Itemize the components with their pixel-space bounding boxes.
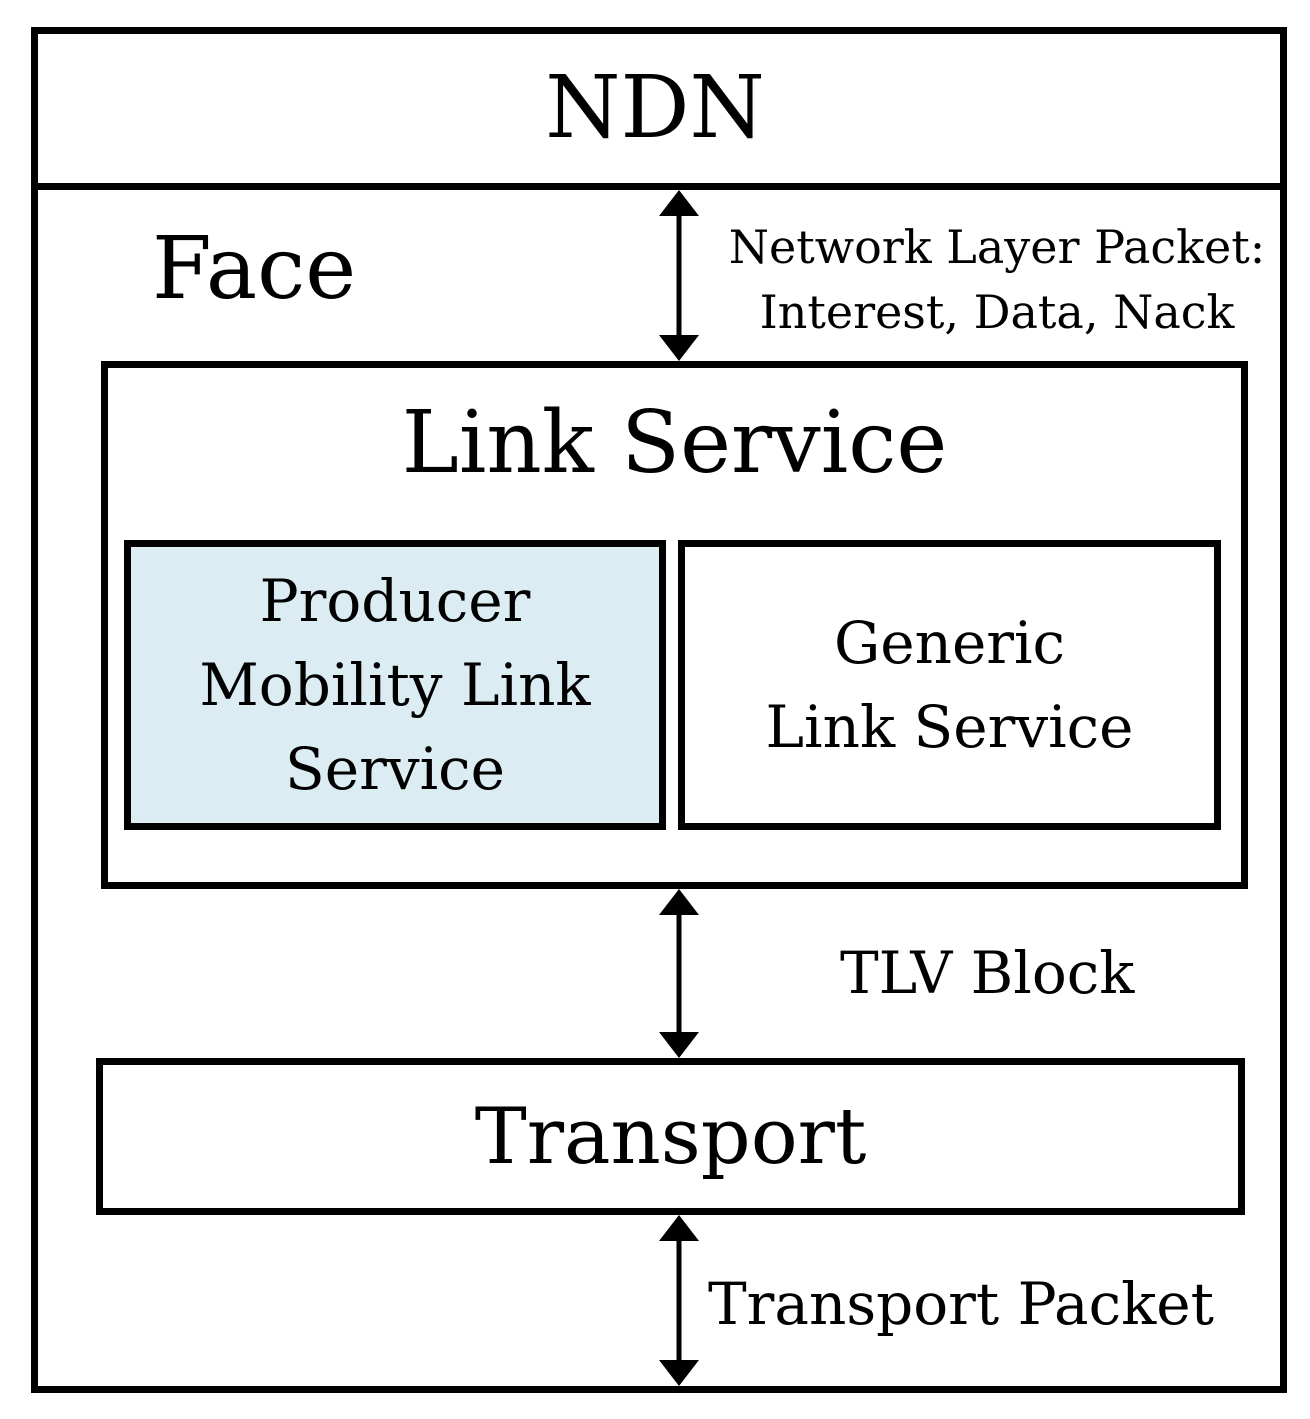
link-service-title: Link Service [401, 393, 948, 493]
face-label: Face [152, 219, 357, 319]
transport-packet-arrow [659, 1215, 699, 1386]
transport-box [96, 1058, 1245, 1215]
transport-label: Transport [474, 1092, 867, 1182]
generic-link-service-label: Generic Link Service [765, 608, 1134, 761]
producer-mobility-link-service-box: Producer Mobility Link Service [124, 540, 666, 830]
ndn-divider [31, 183, 1287, 190]
transport-packet-label: Transport Packet [708, 1270, 1214, 1338]
network-packet-label-line1: Network Layer Packet: [728, 220, 1266, 274]
generic-link-service-box: Generic Link Service [678, 540, 1221, 830]
producer-mobility-link-service-label: Producer Mobility Link Service [199, 566, 591, 804]
tlv-block-label: TLV Block [840, 939, 1135, 1007]
ndn-linkservice-arrow [659, 190, 699, 361]
network-packet-label-line2: Interest, Data, Nack [759, 285, 1235, 339]
linkservice-transport-arrow [659, 889, 699, 1058]
ndn-label: NDN [545, 58, 765, 158]
